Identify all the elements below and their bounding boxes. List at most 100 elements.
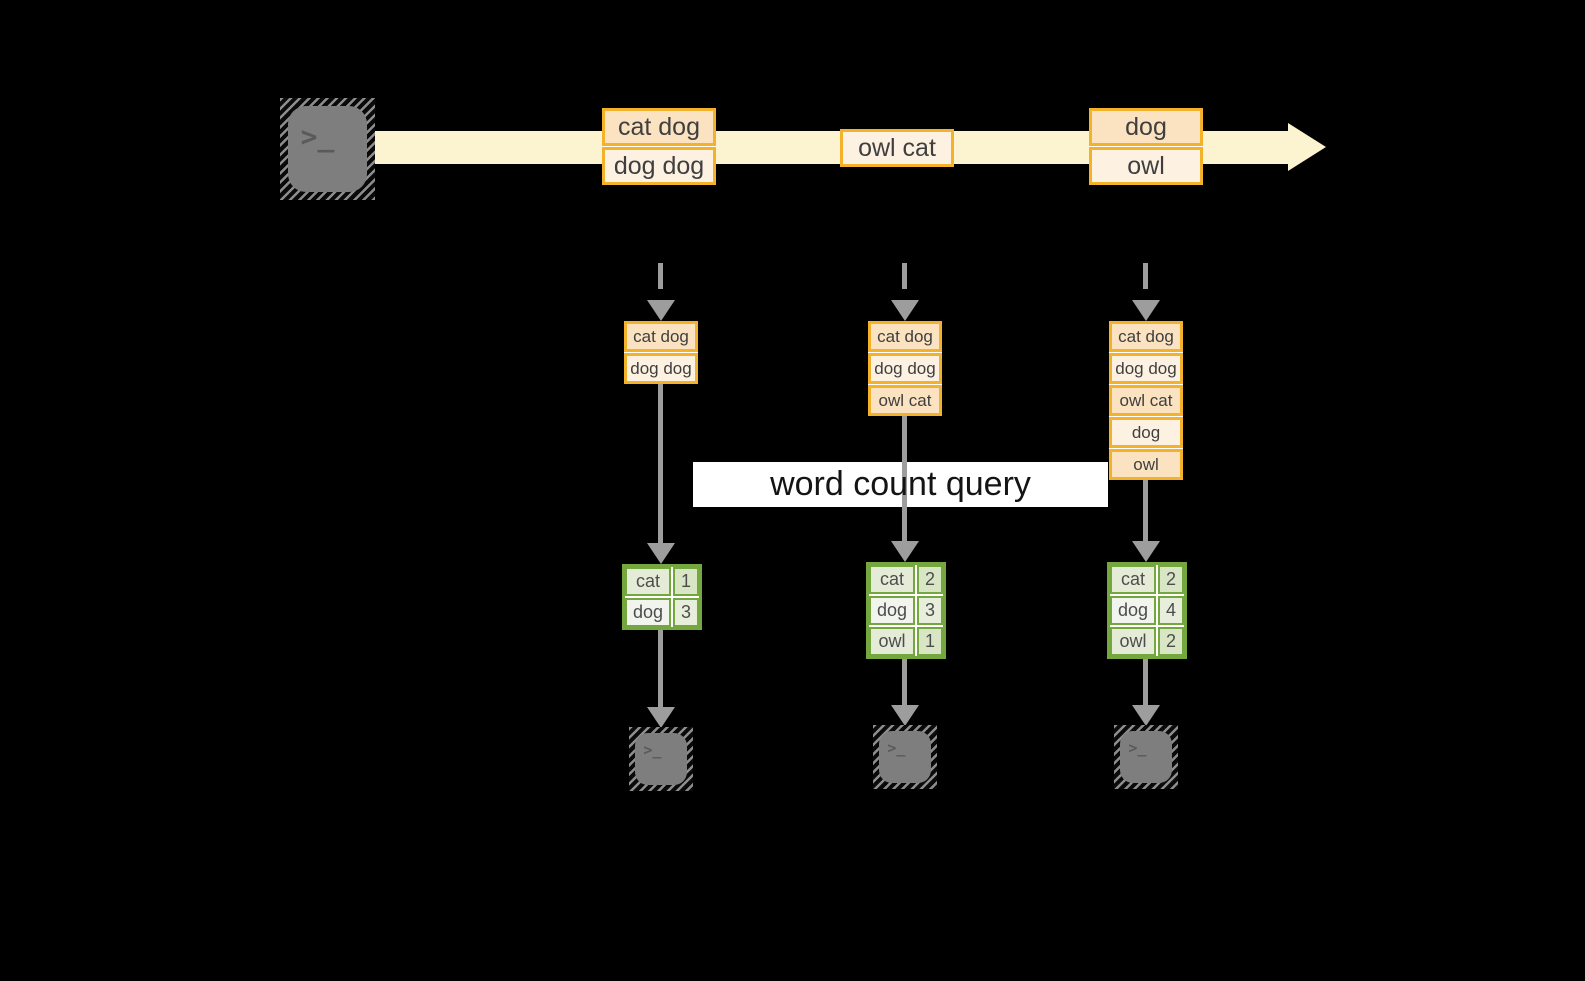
terminal-prompt-icon: >_ — [887, 739, 906, 758]
count-cell: 1 — [917, 627, 943, 656]
word-text: dog — [1117, 600, 1149, 620]
word-text: owl — [878, 631, 906, 651]
count-text: 4 — [1165, 600, 1176, 620]
word-count-table: cat 1 dog 3 — [622, 564, 702, 630]
arrow-head — [891, 705, 919, 726]
count-cell: 2 — [917, 565, 943, 594]
count-cell: 1 — [673, 567, 699, 596]
sink-terminal-icon: >_ — [873, 725, 937, 789]
buffer-row: owl cat — [868, 385, 942, 416]
query-label: word count query — [770, 465, 1031, 503]
count-cell: 2 — [1158, 627, 1184, 656]
terminal-screen: >_ — [879, 731, 931, 783]
count-cell: 3 — [917, 596, 943, 625]
word-cell: dog — [1110, 596, 1156, 625]
word-cell: dog — [625, 598, 671, 627]
message-line: owl — [1089, 147, 1203, 185]
message-line: cat dog — [602, 108, 716, 146]
arrow-head — [647, 543, 675, 564]
buffer-text: owl cat — [878, 390, 932, 410]
word-cell: owl — [1110, 627, 1156, 656]
word-text: cat — [879, 569, 904, 589]
arrow-head — [647, 707, 675, 728]
stream-message-box: cat dog dog dog — [602, 108, 716, 185]
terminal-screen: >_ — [635, 733, 687, 785]
message-text: owl cat — [858, 133, 936, 162]
buffer-text: cat dog — [877, 326, 933, 346]
count-text: 2 — [1165, 631, 1176, 651]
buffer-stack: cat dog dog dog owl cat — [868, 321, 942, 416]
sink-terminal-icon: >_ — [1114, 725, 1178, 789]
terminal-screen: >_ — [1120, 731, 1172, 783]
word-count-table: cat 2 dog 3 owl 1 — [866, 562, 946, 659]
arrow-head — [891, 541, 919, 562]
word-count-table: cat 2 dog 4 owl 2 — [1107, 562, 1187, 659]
word-text: owl — [1119, 631, 1147, 651]
word-cell: cat — [869, 565, 915, 594]
arrow-head — [1132, 541, 1160, 562]
buffer-text: dog dog — [1115, 358, 1177, 378]
buffer-text: dog dog — [630, 358, 692, 378]
word-text: dog — [632, 602, 664, 622]
dashed-arrow-head — [1132, 300, 1160, 321]
word-text: cat — [635, 571, 660, 591]
buffer-text: cat dog — [1118, 326, 1174, 346]
arrow-head — [1132, 705, 1160, 726]
terminal-screen: >_ — [288, 106, 367, 192]
message-text: dog dog — [613, 151, 705, 180]
arrow-line — [1143, 480, 1148, 543]
word-text: cat — [1120, 569, 1145, 589]
count-cell: 3 — [673, 598, 699, 627]
dashed-arrow-line — [658, 263, 663, 289]
stream-arrow-head — [1288, 123, 1326, 171]
buffer-row: dog — [1109, 417, 1183, 448]
word-cell: cat — [1110, 565, 1156, 594]
word-cell: owl — [869, 627, 915, 656]
buffer-row: dog dog — [624, 353, 698, 384]
word-text: dog — [876, 600, 908, 620]
buffer-row: cat dog — [624, 321, 698, 352]
stream-message-box: dog owl — [1089, 108, 1203, 185]
buffer-row: dog dog — [1109, 353, 1183, 384]
count-text: 1 — [680, 571, 691, 591]
count-text: 3 — [924, 600, 935, 620]
message-text: dog — [1125, 112, 1167, 141]
buffer-row: cat dog — [1109, 321, 1183, 352]
buffer-text: dog dog — [874, 358, 936, 378]
count-text: 1 — [924, 631, 935, 651]
sink-terminal-icon: >_ — [629, 727, 693, 791]
word-cell: dog — [869, 596, 915, 625]
terminal-prompt-icon: >_ — [643, 741, 662, 760]
arrow-line — [658, 630, 663, 708]
count-text: 2 — [924, 569, 935, 589]
count-text: 3 — [680, 602, 691, 622]
buffer-stack: cat dog dog dog owl cat dog owl — [1109, 321, 1183, 480]
terminal-prompt-icon: >_ — [300, 119, 335, 153]
arrow-line — [902, 659, 907, 706]
buffer-row: owl cat — [1109, 385, 1183, 416]
query-banner — [693, 462, 1108, 507]
arrow-line — [658, 384, 663, 545]
source-terminal-icon: >_ — [280, 98, 375, 200]
message-line: owl cat — [840, 129, 954, 167]
buffer-row: cat dog — [868, 321, 942, 352]
arrow-line — [1143, 659, 1148, 706]
dashed-arrow-head — [647, 300, 675, 321]
stream-message-box: owl cat — [840, 129, 954, 167]
buffer-row: dog dog — [868, 353, 942, 384]
arrow-line — [902, 416, 907, 543]
dashed-arrow-head — [891, 300, 919, 321]
dashed-arrow-line — [1143, 263, 1148, 289]
count-text: 2 — [1165, 569, 1176, 589]
buffer-text: dog — [1131, 422, 1161, 442]
word-cell: cat — [625, 567, 671, 596]
message-line: dog dog — [602, 147, 716, 185]
count-cell: 4 — [1158, 596, 1184, 625]
dashed-arrow-line — [902, 263, 907, 289]
buffer-text: owl cat — [1119, 390, 1173, 410]
message-text: owl — [1127, 151, 1165, 180]
message-text: cat dog — [617, 112, 700, 141]
buffer-text: cat dog — [633, 326, 689, 346]
buffer-row: owl — [1109, 449, 1183, 480]
terminal-prompt-icon: >_ — [1128, 739, 1147, 758]
